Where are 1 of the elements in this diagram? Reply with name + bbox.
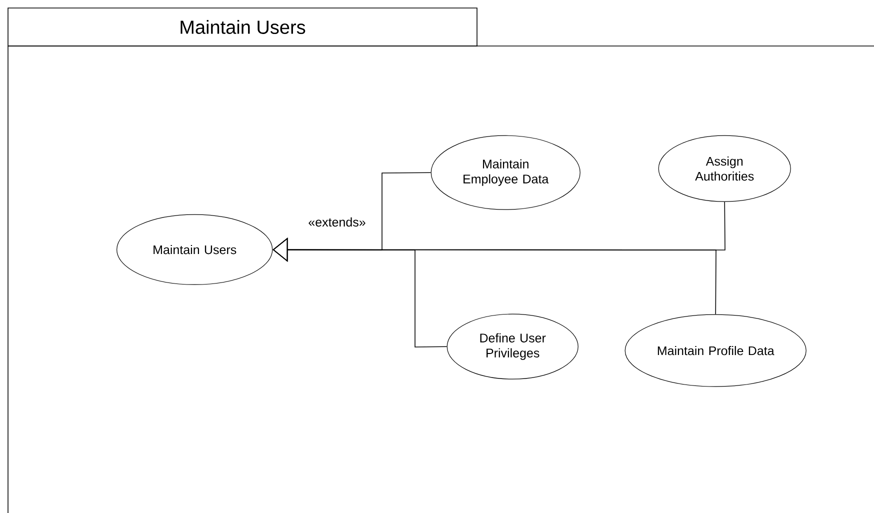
- edge-label: «extends»: [307, 216, 367, 228]
